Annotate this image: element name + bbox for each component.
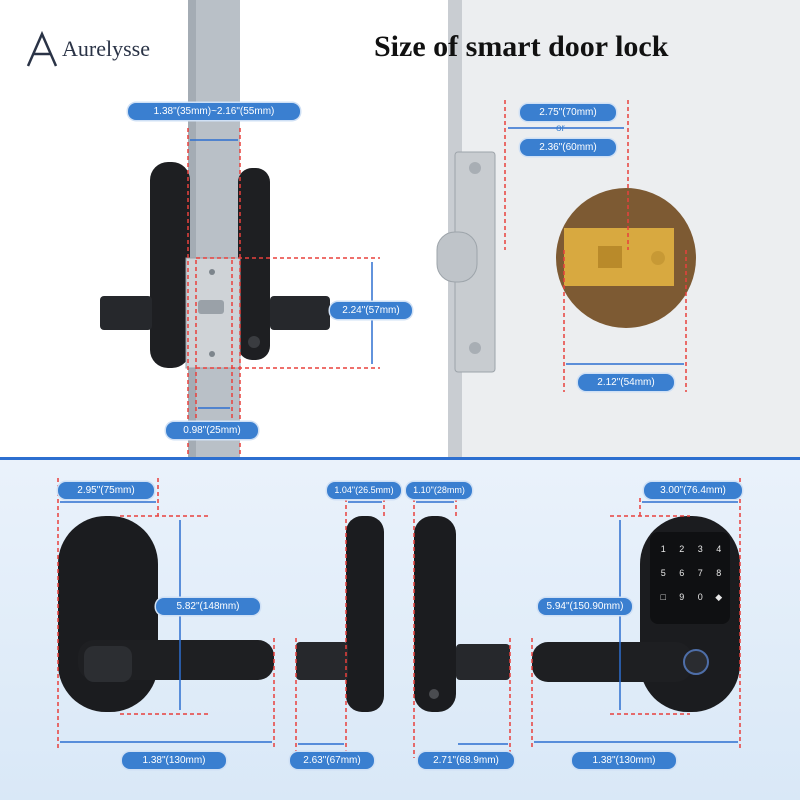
or-label: or bbox=[556, 123, 565, 134]
front-width-label: 3.00"(76.4mm) bbox=[644, 482, 742, 499]
bore-hole bbox=[556, 188, 696, 328]
key-3[interactable]: 3 bbox=[697, 544, 703, 554]
lock-rear-view bbox=[58, 516, 274, 712]
lock-side-view bbox=[100, 162, 330, 369]
lock-side-rear bbox=[296, 516, 384, 712]
panel-divider bbox=[0, 457, 800, 460]
key-7[interactable]: 7 bbox=[697, 568, 703, 578]
bottom-panel: 1 2 3 4 5 6 7 8 □ 9 0 ◆ 2.95"(75mm) 5.82… bbox=[0, 458, 800, 800]
latch-faceplate bbox=[436, 151, 496, 373]
rear-width-label: 2.95"(75mm) bbox=[58, 482, 154, 499]
top-illustrations bbox=[100, 0, 800, 458]
bottom-illustrations bbox=[57, 478, 741, 758]
key-1[interactable]: 1 bbox=[660, 544, 666, 554]
key-6[interactable]: 6 bbox=[679, 568, 685, 578]
faceplate-width-label: 0.98"(25mm) bbox=[166, 422, 258, 439]
key-2[interactable]: 2 bbox=[679, 544, 685, 554]
red-guides-bottom bbox=[57, 478, 741, 758]
key-5[interactable]: 5 bbox=[660, 568, 666, 578]
front-handle-length-label: 1.38"(130mm) bbox=[572, 752, 676, 769]
key-9[interactable]: 9 bbox=[679, 592, 685, 602]
red-guides bbox=[187, 100, 687, 458]
key-0[interactable]: 0 bbox=[697, 592, 703, 602]
key-8[interactable]: 8 bbox=[716, 568, 722, 578]
side-front-depth-label: 1.10"(28mm) bbox=[406, 482, 472, 499]
lock-front-view bbox=[532, 516, 740, 712]
lock-icon[interactable]: ◆ bbox=[715, 592, 723, 602]
rear-handle-length-label: 1.38"(130mm) bbox=[122, 752, 226, 769]
backset-70-label: 2.75"(70mm) bbox=[520, 104, 616, 121]
key-4[interactable]: 4 bbox=[716, 544, 722, 554]
aurelysse-logo-icon bbox=[26, 30, 58, 67]
side-rear-depth-label: 1.04"(26.5mm) bbox=[327, 482, 401, 499]
doorbell-icon[interactable]: □ bbox=[660, 592, 666, 602]
side-front-spindle-label: 2.71"(68.9mm) bbox=[418, 752, 514, 769]
page-title: Size of smart door lock bbox=[374, 30, 669, 63]
lock-side-front bbox=[414, 516, 510, 712]
keypad: 1 2 3 4 5 6 7 8 □ 9 0 ◆ bbox=[654, 544, 728, 603]
brand-name: Aurelysse bbox=[62, 36, 150, 61]
blue-arrows-bottom bbox=[60, 501, 738, 745]
faceplate-height-label: 2.24"(57mm) bbox=[330, 302, 412, 319]
top-panel: Aurelysse Size of smart door lock 1.38"(… bbox=[26, 0, 800, 458]
backset-60-label: 2.36"(60mm) bbox=[520, 139, 616, 156]
front-height-label: 5.94"(150.90mm) bbox=[538, 598, 632, 615]
side-rear-spindle-label: 2.63"(67mm) bbox=[290, 752, 374, 769]
bore-diameter-label: 2.12"(54mm) bbox=[578, 374, 674, 391]
door-thickness-label: 1.38"(35mm)~2.16"(55mm) bbox=[128, 103, 300, 120]
rear-height-label: 5.82"(148mm) bbox=[156, 598, 260, 615]
